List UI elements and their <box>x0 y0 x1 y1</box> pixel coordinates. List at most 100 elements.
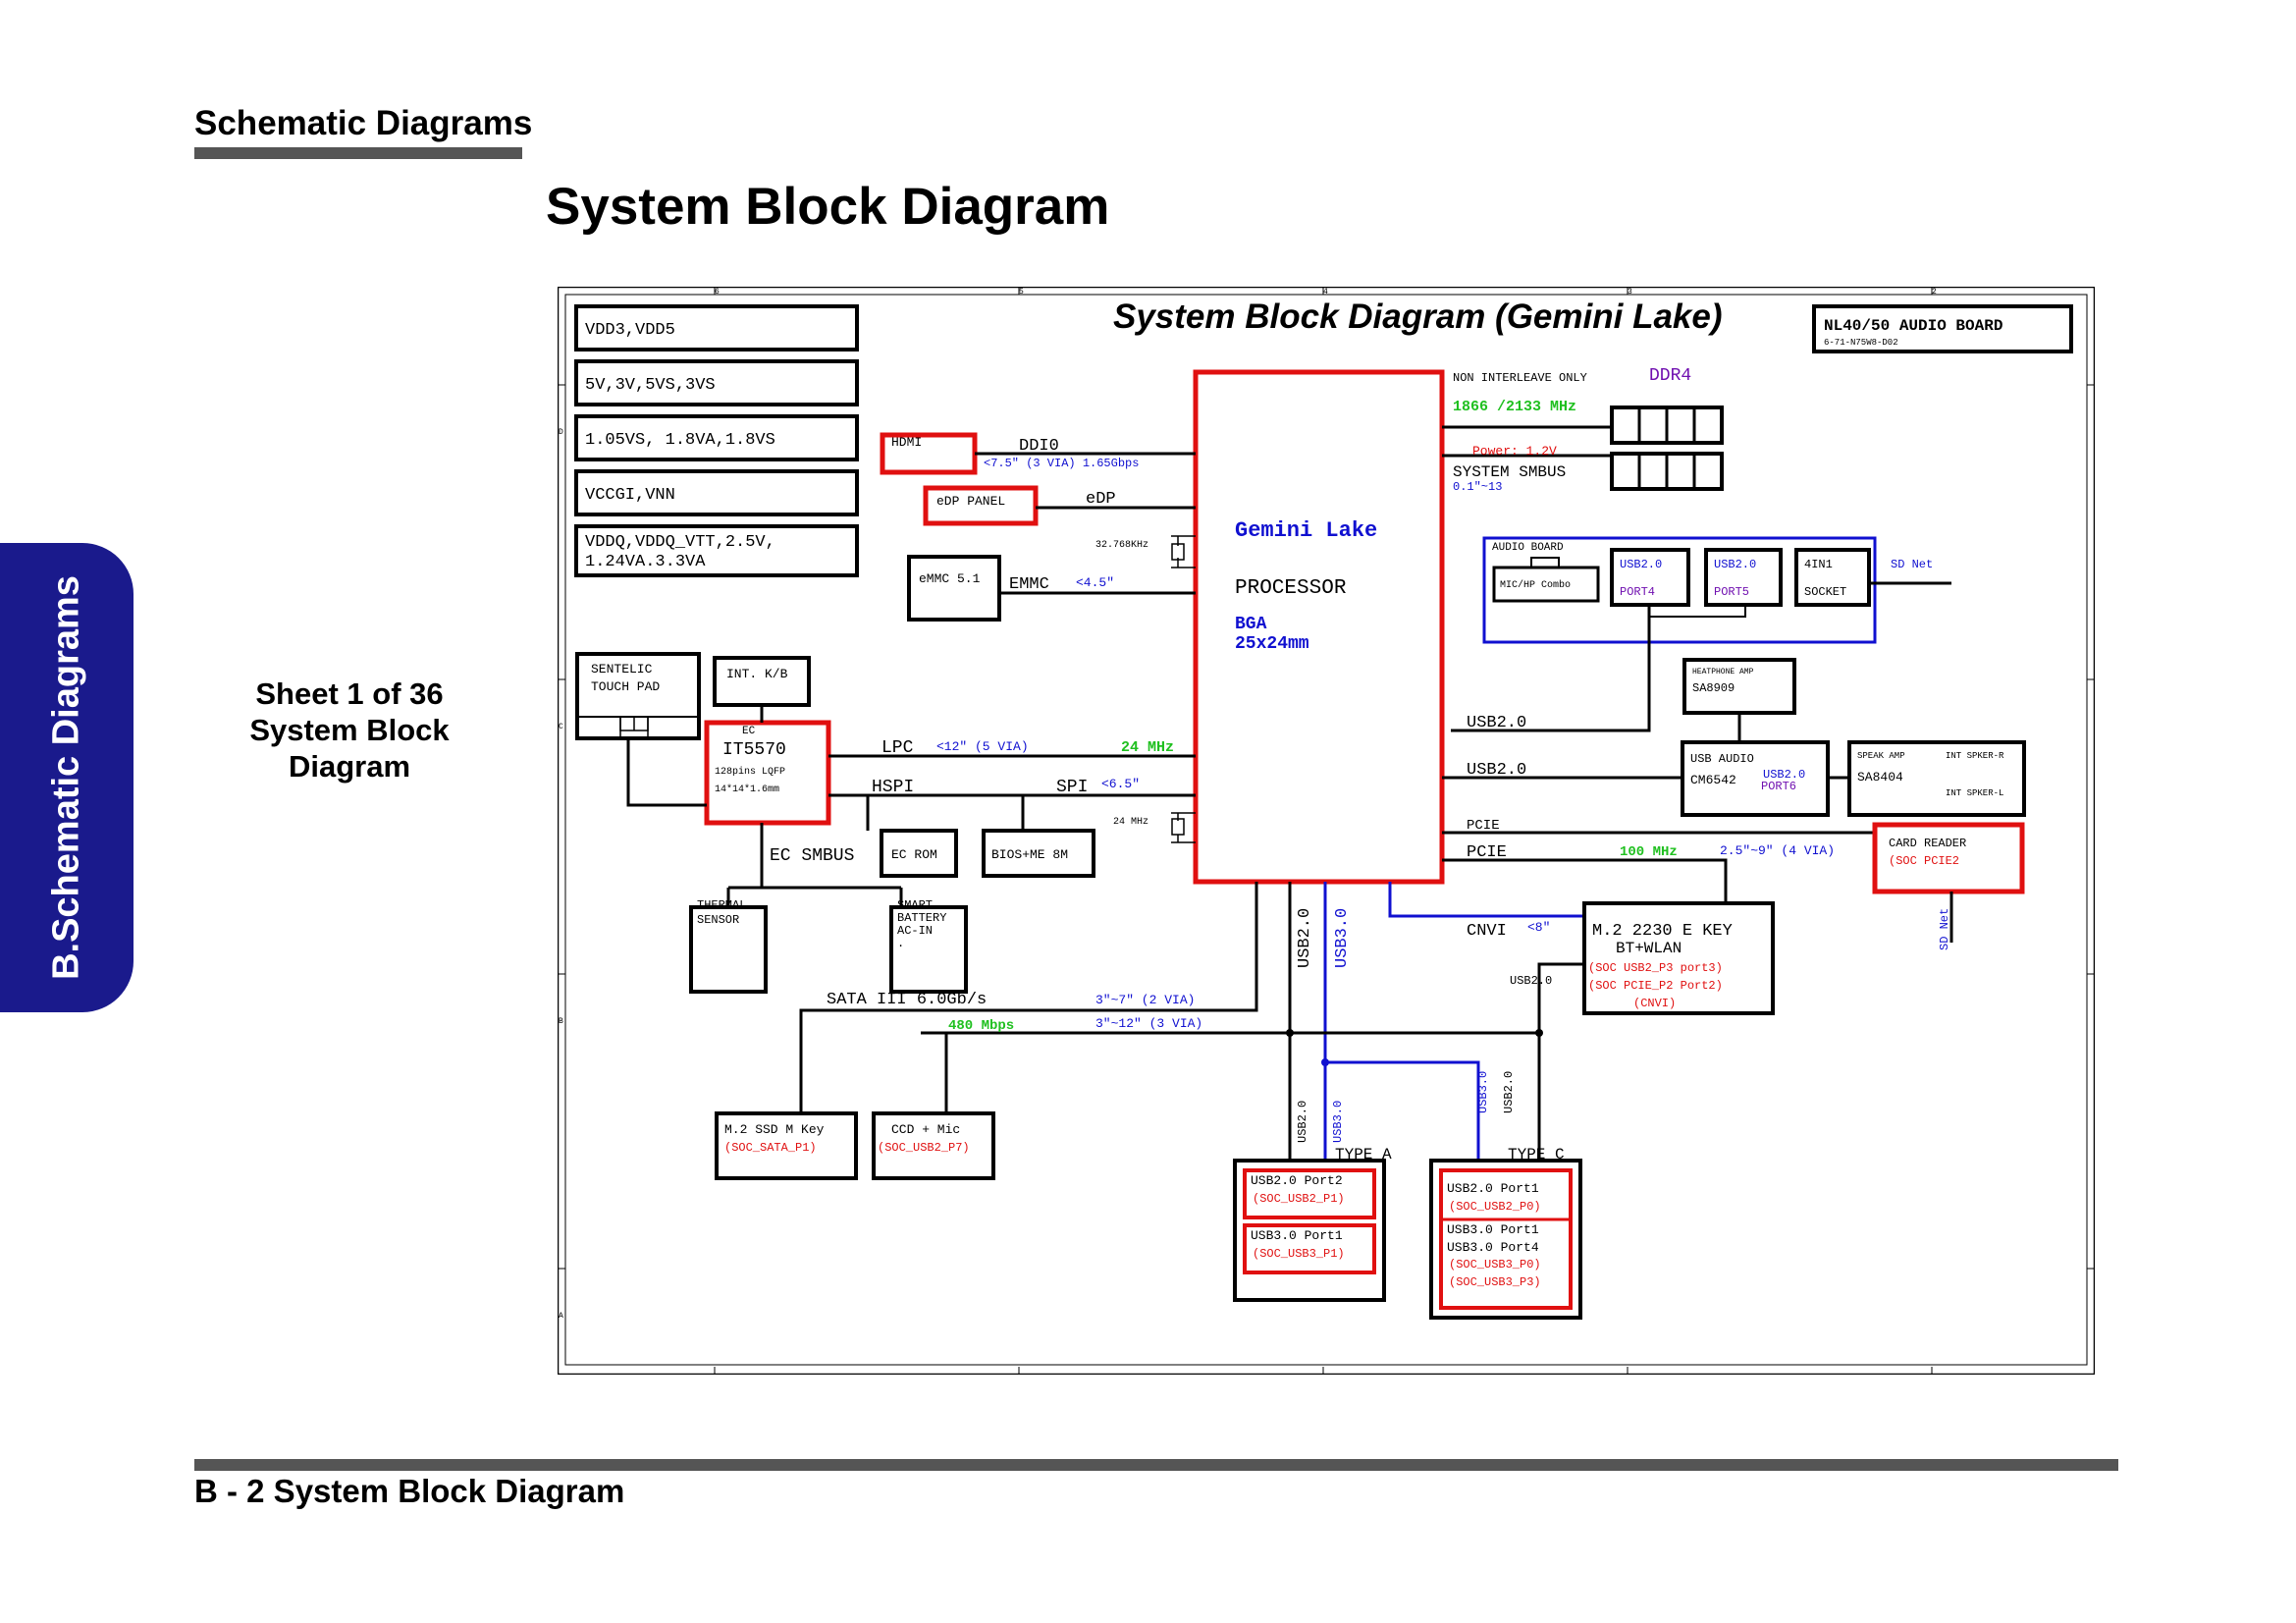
border-col-label: 6 <box>715 288 720 297</box>
memory-type: DDR4 <box>1649 366 1691 386</box>
touchpad-line1: SENTELIC <box>591 662 653 676</box>
power-rail-box-4 <box>574 469 859 516</box>
sd-socket-box <box>1794 548 1871 607</box>
usb30-vertical-a: USB3.0 <box>1333 908 1352 968</box>
usb-speed: 480 Mbps <box>948 1018 1014 1034</box>
usb-audio-line2: CM6542 <box>1690 773 1736 787</box>
emmc-label: eMMC 5.1 <box>919 571 981 586</box>
memory-note: NON INTERLEAVE ONLY <box>1453 371 1587 385</box>
sheet-number: Sheet 1 of 36 <box>255 676 444 711</box>
ccd-line2: (SOC_USB2_P7) <box>878 1141 970 1155</box>
ec-tag: EC <box>742 726 756 737</box>
memory-power: Power: 1.2V <box>1472 444 1557 459</box>
type-c-port3: USB3.0 Port4 <box>1447 1240 1539 1255</box>
card-reader-box <box>1872 822 2025 894</box>
diagram-title: System Block Diagram (Gemini Lake) <box>1113 298 1723 336</box>
sd-net-vertical: SD Net <box>1938 908 1951 950</box>
sd-socket-line2: SOCKET <box>1804 585 1846 599</box>
m2-line4: (SOC PCIE_P2 Port2) <box>1588 979 1723 993</box>
type-c-box <box>1429 1159 1582 1320</box>
battery-box <box>889 905 968 994</box>
ccd-mic-box <box>872 1111 995 1180</box>
usb20-bus-a: USB2.0 <box>1467 714 1526 732</box>
usb30-vertical-c: USB3.0 <box>1476 1071 1490 1113</box>
pcie-frequency: 100 MHz <box>1620 844 1678 860</box>
sata-length: 3"~7" (2 VIA) <box>1095 993 1195 1007</box>
thermal-sensor-box <box>689 905 768 994</box>
usb-audio-line1: USB AUDIO <box>1690 752 1754 766</box>
usb30-vertical-b: USB3.0 <box>1331 1101 1345 1143</box>
side-tab-label: B.Schematic Diagrams <box>45 575 87 980</box>
ec-box <box>704 720 831 826</box>
speaker-r-label: INT SPKER-R <box>1946 751 2004 761</box>
type-a-port1-soc: (SOC_USB2_P1) <box>1253 1192 1345 1206</box>
type-a-box <box>1233 1159 1386 1302</box>
battery-line4: . <box>897 937 904 950</box>
processor-type: PROCESSOR <box>1235 577 1347 600</box>
system-smbus: SYSTEM SMBUS <box>1453 463 1566 481</box>
power-rail-box-1 <box>574 304 859 352</box>
keyboard-label: INT. K/B <box>726 667 788 681</box>
type-c-label: TYPE C <box>1508 1146 1565 1163</box>
border-row-label: D <box>559 428 563 437</box>
type-c-port4-soc: (SOC_USB3_P3) <box>1449 1275 1541 1289</box>
lpc-frequency: 24 MHz <box>1121 739 1174 756</box>
ec-rom-box <box>880 829 958 878</box>
power-rail-3: 1.05VS, 1.8VA,1.8VS <box>585 431 775 450</box>
edp-bus: eDP <box>1086 490 1116 509</box>
usb20-bus-b: USB2.0 <box>1467 761 1526 780</box>
usb20-vertical-b: USB2.0 <box>1296 1101 1309 1143</box>
hspi-bus: HSPI <box>872 778 914 797</box>
edp-label: eDP PANEL <box>936 494 1005 509</box>
processor-package: BGA <box>1235 615 1267 634</box>
type-a-port2: USB3.0 Port1 <box>1251 1228 1343 1243</box>
hp-amp-line2: SA8909 <box>1692 681 1735 695</box>
border-row-label: B <box>559 1017 563 1026</box>
side-tab[interactable]: B.Schematic Diagrams <box>0 543 133 1012</box>
sheet-title-line1: System Block <box>249 713 450 747</box>
type-c-port1: USB2.0 Port1 <box>1447 1181 1539 1196</box>
thermal-line2: SENSOR <box>697 913 739 927</box>
page-title: System Block Diagram <box>546 178 1110 236</box>
crystal-32k <box>1171 543 1185 561</box>
edp-panel-box <box>923 485 1039 526</box>
type-c-port3-soc: (SOC_USB3_P0) <box>1449 1258 1541 1271</box>
diagram-frame <box>558 287 2095 1375</box>
battery-line1: SMART <box>897 898 933 912</box>
hdmi-label: HDMI <box>891 435 922 450</box>
m2-line3: (SOC USB2_P3 port3) <box>1588 961 1723 975</box>
ec-rom-label: EC ROM <box>891 847 937 862</box>
cnvi-length: <8" <box>1527 920 1550 935</box>
speaker-amp-chip: SA8404 <box>1857 770 1903 784</box>
diagram-inner-frame <box>564 294 2088 1366</box>
m2-line5: (CNVI) <box>1633 997 1676 1010</box>
border-row-label: A <box>559 1312 563 1321</box>
ssd-line2: (SOC_SATA_P1) <box>724 1141 817 1155</box>
ssd-line1: M.2 SSD M Key <box>724 1122 825 1137</box>
usb-length: 3"~12" (3 VIA) <box>1095 1016 1202 1031</box>
border-col-label: 4 <box>1323 288 1328 297</box>
usb20-vertical-c: USB2.0 <box>1502 1071 1516 1113</box>
thermal-line1: THERMAL <box>697 898 746 912</box>
memory-speed: 1866 /2133 MHz <box>1453 399 1576 415</box>
processor-name: Gemini Lake <box>1235 518 1377 543</box>
board-code: 6-71-N75W8-D02 <box>1824 338 1898 348</box>
usb-port5-line1: USB2.0 <box>1714 558 1756 571</box>
hdmi-bus: DDI0 <box>1019 437 1059 456</box>
header-underline <box>194 147 522 159</box>
usb-audio-port: PORT6 <box>1761 780 1796 793</box>
crystal-24m <box>1171 818 1185 836</box>
type-c-port1-soc: (SOC_USB2_P0) <box>1449 1200 1541 1214</box>
sd-net-label: SD Net <box>1891 558 1933 571</box>
border-col-label: 2 <box>1932 288 1937 297</box>
card-reader-line1: CARD READER <box>1889 837 1966 850</box>
usb20-vertical-a: USB2.0 <box>1296 908 1314 968</box>
power-rail-5a: VDDQ,VDDQ_VTT,2.5V, <box>585 533 775 552</box>
audio-board-group <box>1482 536 1877 644</box>
clock-24m-label: 24 MHz <box>1113 817 1148 828</box>
power-rail-5b: 1.24VA.3.3VA <box>585 553 706 571</box>
board-name: NL40/50 AUDIO BOARD <box>1824 317 2002 335</box>
board-id-box <box>1812 304 2073 353</box>
ec-dimensions: 14*14*1.6mm <box>715 784 779 795</box>
usb-port5-box <box>1704 548 1783 607</box>
